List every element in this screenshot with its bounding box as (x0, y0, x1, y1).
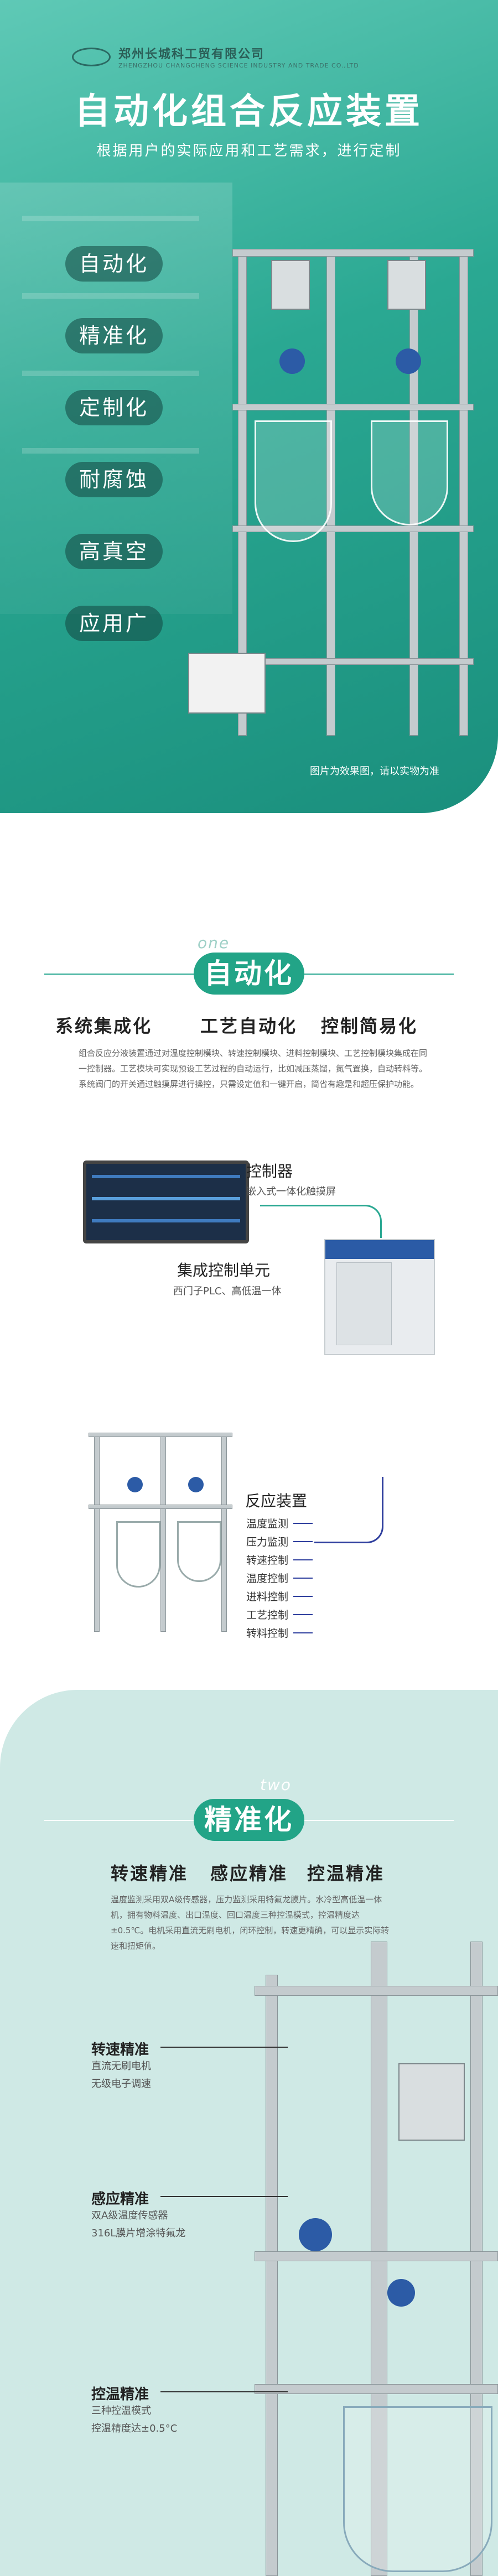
reactor-item: 温度监测 (246, 1518, 289, 1530)
leader-line (293, 1614, 313, 1615)
leader-line (293, 1578, 313, 1579)
leader-line (293, 1632, 313, 1633)
subtitle: 控温精准 (307, 1863, 385, 1884)
label-line: 无级电子调速 (91, 2078, 151, 2090)
leader-line (293, 1523, 313, 1524)
label-title: 控温精准 (91, 2386, 149, 2403)
label-line: 三种控温模式 (91, 2405, 151, 2417)
reactor-image (77, 1422, 238, 1643)
label-line: 双A级温度传感器 (91, 2210, 168, 2221)
label-line: 控温精度达±0.5°C (91, 2423, 178, 2434)
hero-section: 郑州长城科工贸有限公司 ZHENGZHOU CHANGCHENG SCIENCE… (0, 0, 498, 813)
logo-icon (72, 47, 111, 66)
touchscreen-image (83, 1160, 249, 1243)
subtitle: 转速精准 (111, 1863, 189, 1884)
reactor-item: 温度控制 (246, 1573, 289, 1585)
leader-line (293, 1596, 313, 1597)
feature-pill: 定制化 (65, 390, 163, 425)
subtitle: 控制简易化 (321, 1016, 418, 1037)
section-badge: 自动化 (194, 953, 304, 995)
section-number: two (260, 1776, 292, 1794)
hero-title: 自动化组合反应装置 (75, 91, 423, 132)
label-line: 316L膜片增涂特氟龙 (91, 2228, 186, 2239)
leader-line (293, 1559, 313, 1560)
control-cabinet-image (324, 1239, 435, 1355)
label-line: 直流无刷电机 (91, 2060, 151, 2072)
unit-sub: 西门子PLC、高低温一体 (173, 1286, 282, 1297)
reactor-item: 转速控制 (246, 1554, 289, 1567)
image-disclaimer: 图片为效果图，请以实物为准 (310, 766, 439, 777)
label-title: 感应精准 (91, 2191, 149, 2208)
brand-subname: ZHENGZHOU CHANGCHENG SCIENCE INDUSTRY AN… (118, 62, 359, 69)
leader-line (160, 2196, 288, 2197)
feature-pill: 耐腐蚀 (65, 462, 163, 497)
controller-title: 控制器 (246, 1162, 293, 1180)
leader-line (160, 2047, 288, 2048)
feature-pill: 自动化 (65, 246, 163, 282)
feature-pill: 精准化 (65, 318, 163, 353)
reactor-item: 进料控制 (246, 1591, 289, 1603)
divider-left (44, 1820, 194, 1821)
reactor-title: 反应装置 (245, 1492, 308, 1510)
leader-line (160, 2391, 288, 2392)
feature-pill: 高真空 (65, 534, 163, 569)
section-paragraph: 温度监测采用双A级传感器，压力监测采用特氟龙膜片。水冷型高低温一体机，拥有物料温… (111, 1895, 390, 1951)
connector-line (314, 1477, 383, 1543)
subtitle: 感应精准 (210, 1863, 288, 1884)
hero-tagline: 根据用户的实际应用和工艺需求，进行定制 (96, 143, 402, 159)
brand-logo: 郑州长城科工贸有限公司 ZHENGZHOU CHANGCHENG SCIENCE… (72, 44, 359, 69)
leader-line (293, 1541, 313, 1542)
divider-right (304, 1820, 454, 1821)
label-title: 转速精准 (91, 2042, 149, 2058)
reactor-closeup-image (232, 1942, 498, 2576)
controller-sub: 嵌入式一体化触摸屏 (246, 1186, 336, 1198)
subtitle: 系统集成化 (55, 1016, 153, 1037)
divider-right (304, 974, 454, 975)
subtitle: 工艺自动化 (200, 1016, 298, 1037)
section-paragraph: 组合反应分液装置通过对温度控制模块、转速控制模块、进料控制模块、工艺控制模块集成… (79, 1048, 428, 1089)
reactor-item: 转料控制 (246, 1627, 289, 1640)
connector-line (260, 1205, 382, 1238)
brand-name: 郑州长城科工贸有限公司 (118, 48, 265, 61)
reactor-image (188, 238, 476, 763)
feature-pill: 应用广 (65, 606, 163, 641)
reactor-item: 工艺控制 (246, 1609, 289, 1621)
section-badge: 精准化 (194, 1799, 304, 1841)
divider-left (44, 974, 194, 975)
section-number: one (198, 934, 230, 952)
unit-title: 集成控制单元 (177, 1261, 271, 1279)
reactor-item: 压力监测 (246, 1536, 289, 1548)
